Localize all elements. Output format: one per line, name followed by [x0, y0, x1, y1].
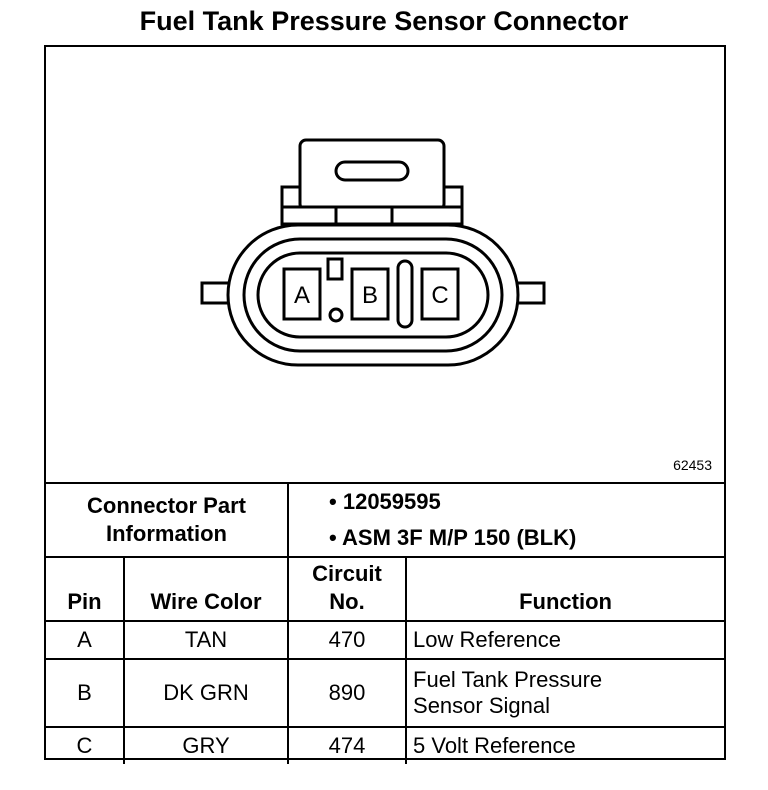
key-notch: [326, 257, 344, 281]
housing-inner: [256, 251, 490, 339]
circuit-cell: 470: [287, 620, 408, 660]
pin-cell: A: [46, 620, 125, 660]
header-circuit-line1: Circuit: [312, 561, 382, 586]
pin-cavity-a: [282, 267, 322, 321]
tab-base: [280, 205, 464, 226]
header-circuit-line2: No.: [329, 589, 365, 614]
wire-color-cell: DK GRN: [122, 658, 290, 728]
connector-table: Connector Part Information • 12059595 • …: [46, 482, 725, 764]
wire-color-cell: GRY: [122, 726, 290, 764]
connector-drawing: A B C: [200, 138, 546, 367]
pin-cell: B: [46, 658, 125, 728]
pin-cell: C: [46, 726, 125, 764]
function-cell: 5 Volt Reference: [405, 726, 725, 764]
connector-diagram: A B C 62453: [46, 47, 724, 482]
function-line1: Fuel Tank Pressure: [413, 667, 603, 692]
pin-label-b: B: [362, 282, 378, 309]
pin-cavity-b: [350, 267, 390, 321]
pin-label-a: A: [294, 282, 310, 309]
table-row: A TAN 470 Low Reference: [46, 620, 725, 660]
polarizing-rib: [396, 259, 414, 329]
housing-outer: [226, 223, 520, 367]
header-wire-color: Wire Color: [122, 556, 290, 622]
pin-cavity-c: [420, 267, 460, 321]
connector-info-row: Connector Part Information • 12059595 • …: [46, 482, 725, 558]
connector-info-label-line1: Connector Part: [87, 493, 246, 518]
tab-slot: [334, 160, 410, 182]
function-line2: Sensor Signal: [413, 693, 550, 718]
header-circuit: Circuit No.: [287, 556, 408, 622]
housing-middle: [242, 237, 504, 353]
connector-info-label-line2: Information: [106, 521, 227, 546]
table-row: C GRY 474 5 Volt Reference: [46, 726, 725, 764]
diagram-frame: A B C 62453 Connector Part Information •…: [44, 45, 726, 764]
function-cell: Low Reference: [405, 620, 725, 660]
table-row: B DK GRN 890 Fuel Tank Pressure Sensor S…: [46, 658, 725, 728]
header-pin: Pin: [46, 556, 125, 622]
pin-label-c: C: [431, 282, 448, 309]
header-function: Function: [405, 556, 725, 622]
function-cell: Fuel Tank Pressure Sensor Signal: [405, 658, 725, 728]
connector-info-label: Connector Part Information: [46, 482, 290, 558]
circuit-cell: 474: [287, 726, 408, 764]
position-dot: [328, 307, 344, 323]
wire-color-cell: TAN: [122, 620, 290, 660]
locking-tab: [298, 138, 446, 212]
connector-info-items: • 12059595 • ASM 3F M/P 150 (BLK): [287, 482, 725, 558]
circuit-cell: 890: [287, 658, 408, 728]
page-title: Fuel Tank Pressure Sensor Connector: [139, 6, 629, 36]
connector-info-item: • 12059595: [329, 489, 441, 514]
figure-id: 62453: [673, 457, 712, 473]
table-header-row: Pin Wire Color Circuit No. Function: [46, 556, 725, 622]
connector-info-item: • ASM 3F M/P 150 (BLK): [329, 525, 577, 550]
